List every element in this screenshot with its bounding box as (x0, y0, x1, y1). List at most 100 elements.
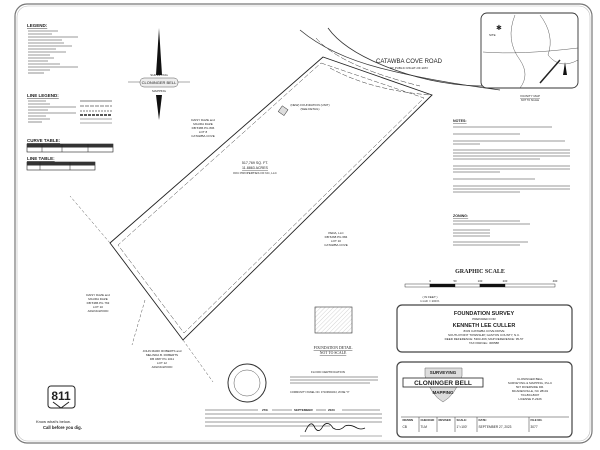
info-cell: DATE: SEPTEMBER 27, 2023 (476, 417, 512, 432)
line-table: LINE TABLE: (26, 156, 96, 171)
firm-name: CLONINGER BELL (517, 377, 543, 381)
neighbor-text: MAURA DAZE (193, 122, 213, 126)
scale-tick-label: 400 (553, 279, 558, 283)
firm-logo-mid: CLONINGER BELL (414, 380, 472, 387)
north-logo-bot: MAPPING (152, 89, 167, 93)
info-label: DRAWN (403, 418, 414, 422)
curve-table-title: CURVE TABLE: (27, 138, 61, 143)
flood-community: COMMUNITY PANEL NO. 3710360400J, ZONE "X… (290, 390, 350, 394)
surveyor-signature (304, 423, 366, 433)
road-name: CATAWBA COVE ROAD (376, 59, 443, 65)
legend-text-lines (28, 30, 78, 74)
notes-title: NOTES: (453, 119, 467, 123)
info-label: DATE: (479, 418, 487, 422)
neighbor-text: JOHN MARK ROBERTS and (143, 349, 182, 353)
call-811-line2: Call before you dig. (43, 425, 82, 430)
tax-parcel: TAX PARCEL: 306588 (469, 341, 499, 345)
firm-name2: SURVEYING & MAPPING, PLLC (508, 381, 553, 385)
info-row: DRAWN CB CHECKED TLM REVISED SCALE: 1"=100' DAT… (401, 416, 569, 432)
certification-text: 27th SEPTEMBER 2023 (205, 408, 382, 437)
neighbor-text: ARLINGWOOD (152, 365, 174, 369)
info-value: SEPTEMBER 27, 2023 (479, 425, 512, 429)
scale-tick-label: 50 (453, 279, 457, 283)
title-block: FOUNDATION SURVEY PREPARED FOR KENNETH L… (396, 304, 573, 353)
neighbor-text: MELINDA B. ROBERTS (146, 353, 178, 357)
vicinity-map-subtitle: NOT TO SCALE (521, 99, 540, 102)
township: SOUTH POINT TOWNSHIP, GASTON COUNTY, N.C… (448, 333, 520, 337)
vicinity-north-arrow-icon (563, 62, 567, 75)
parcel-boundary (69, 56, 433, 383)
neighbor-label-4: PEDA, LLC DB 5268 PG 684 LOT 10 CATAWBA … (324, 231, 347, 247)
line-table-title: LINE TABLE: (27, 156, 55, 161)
neighbor-text: LOT 10 (331, 239, 341, 243)
vicinity-site-label: SITE (489, 33, 496, 37)
site-star-icon: ✱ (496, 24, 502, 32)
scale-bar-segment (429, 283, 456, 288)
info-cell: REVISED (436, 417, 451, 432)
flood-certification: FLOOD CERTIFICATION COMMUNITY PANEL NO. … (290, 370, 378, 394)
neighbor-text: LOT 12 (157, 361, 167, 365)
foundation-unit (277, 105, 289, 116)
prepared-for: PREPARED FOR (472, 317, 496, 321)
info-label: CHECKED (421, 418, 435, 422)
info-label: SCALE: (457, 418, 467, 422)
info-cell: SCALE: 1"=100' (454, 417, 468, 432)
graphic-scale-units: ( IN FEET ) (422, 295, 437, 299)
deed-reference: DEED REFERENCE: 5303-466; MAP REFERENCE:… (445, 337, 524, 341)
neighbor-text: DB 5386 PG 806 (192, 126, 215, 130)
catawba-cove-road: CATAWBA COVE ROAD 60' PUBLIC RIGHT-OF-WA… (299, 27, 501, 96)
neighbor-text: LOT 10 (93, 305, 103, 309)
firm-street: 507 RIVERSIDE DR. (516, 385, 544, 389)
neighbor-text: DB 4687 PG 1011 (150, 357, 174, 361)
cert-day: 27th (262, 408, 268, 412)
info-cell: DRAWN CB (403, 418, 414, 429)
legend-title: LEGEND: (27, 23, 48, 28)
curve-table: CURVE TABLE: (26, 138, 114, 153)
firm-license: LICENSE P-2326 (518, 397, 542, 401)
neighbor-text: CATAWBA COVE (324, 243, 347, 247)
neighbor-label-1: DAISY DAZE and MAURA DAZE DB 5386 PG 806… (191, 118, 215, 138)
foundation-detail-title: FOUNDATION DETAIL (314, 346, 353, 350)
sheet-inner-border (16, 5, 591, 442)
parcel-area-acres: 11.8863 ACRES (242, 166, 269, 170)
zoning-text-lines (453, 220, 530, 246)
info-cell: FILE NO.3077 (528, 417, 543, 432)
survey-type: FOUNDATION SURVEY (454, 311, 515, 317)
line-legend-title: LINE LEGEND: (27, 93, 59, 98)
parcel-label: 517,769 SQ. FT. 11.8863 ACRES KKC PROPER… (233, 103, 329, 175)
graphic-scale-ratio: 1 inch = 100 ft. (420, 299, 440, 303)
neighbor-label-2: DAISY DAZE and MAURA DAZE DB 5386 PG 763… (86, 293, 110, 313)
client-address: 8333 CATAWBA COVE DRIVE (464, 329, 505, 333)
shovel-icon (52, 401, 70, 409)
call-811-line1: Know what's below. (36, 419, 71, 424)
cert-month: SEPTEMBER (294, 408, 314, 412)
neighbor-text: DAISY DAZE and (86, 293, 110, 297)
neighbor-text: ARLINGWOOD (88, 309, 110, 313)
scale-bar-segment (404, 283, 431, 288)
neighbor-text: DB 5268 PG 684 (325, 235, 348, 239)
info-label: REVISED (439, 418, 451, 422)
vicinity-map: ✱ SITE VICINITY MAP NOT TO SCALE (480, 12, 579, 102)
flood-title: FLOOD CERTIFICATION (311, 370, 345, 374)
neighbor-text: LOT 8 (199, 130, 208, 134)
info-label: FILE NO. (531, 418, 543, 422)
scale-bar-segment (479, 283, 506, 288)
info-value: 1"=100' (457, 425, 468, 429)
foundation-detail: FOUNDATION DETAIL NOT TO SCALE (314, 306, 353, 355)
firm-phone: 704-864-8007 (521, 393, 540, 397)
vicinity-map-title: VICINITY MAP (520, 94, 540, 98)
info-value: CB (403, 425, 407, 429)
parcel-owner: KKC PROPERTIES OF NC, LLC (233, 171, 277, 175)
road-row: 60' PUBLIC RIGHT-OF-WAY (390, 66, 428, 70)
scale-tick-label: 0 (429, 279, 431, 283)
north-logo-mid: CLONINGER BELL (142, 80, 177, 85)
surveyor-seal (227, 363, 267, 403)
scale-bar-segment (504, 283, 556, 288)
info-value: TLM (421, 425, 428, 429)
cert-year: 2023 (328, 408, 335, 412)
neighbor-text: PEDA, LLC (328, 231, 344, 235)
client-name: KENNETH LEE CULLER (453, 323, 516, 329)
